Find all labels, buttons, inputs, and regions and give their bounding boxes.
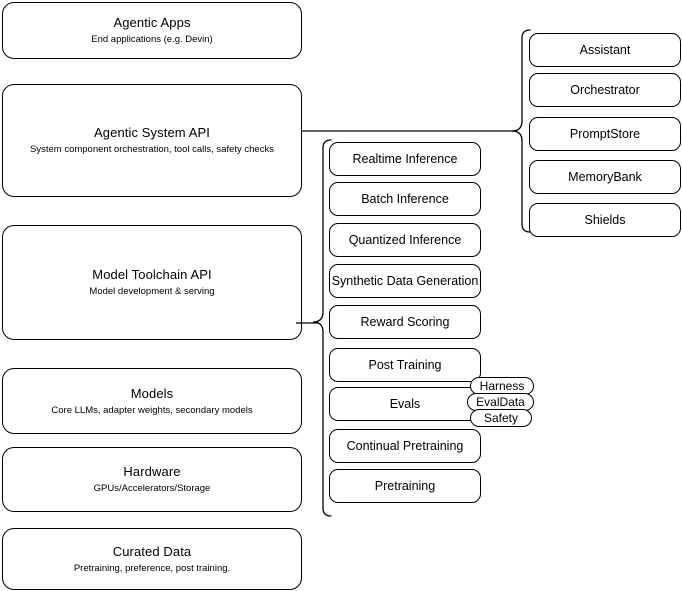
layer-agentic-system-api[interactable]: Agentic System API System component orch… bbox=[2, 84, 302, 197]
capability-synthetic-data-generation[interactable]: Synthetic Data Generation bbox=[329, 264, 481, 298]
layer-title: Curated Data bbox=[112, 543, 192, 559]
component-promptstore[interactable]: PromptStore bbox=[529, 117, 681, 151]
component-shields[interactable]: Shields bbox=[529, 203, 681, 237]
capability-label: Post Training bbox=[368, 357, 442, 372]
layer-models[interactable]: Models Core LLMs, adapter weights, secon… bbox=[2, 368, 302, 434]
layer-curated-data[interactable]: Curated Data Pretraining, preference, po… bbox=[2, 528, 302, 590]
capability-label: Synthetic Data Generation bbox=[331, 273, 479, 288]
capability-batch-inference[interactable]: Batch Inference bbox=[329, 182, 481, 216]
layer-subtitle: System component orchestration, tool cal… bbox=[30, 144, 274, 155]
capability-label: Quantized Inference bbox=[348, 232, 462, 247]
capability-label: Realtime Inference bbox=[352, 151, 458, 166]
component-label: Shields bbox=[584, 212, 626, 227]
capability-continual-pretraining[interactable]: Continual Pretraining bbox=[329, 429, 481, 463]
evals-subcomponent-label: Safety bbox=[483, 411, 519, 425]
layer-title: Model Toolchain API bbox=[92, 267, 212, 282]
component-label: MemoryBank bbox=[568, 169, 642, 184]
component-label: PromptStore bbox=[569, 126, 641, 141]
component-assistant[interactable]: Assistant bbox=[529, 33, 681, 67]
connector-system-api-to-components bbox=[302, 122, 518, 140]
capability-label: Pretraining bbox=[374, 478, 436, 493]
component-label: Assistant bbox=[579, 42, 631, 57]
layer-subtitle: End applications (e.g. Devin) bbox=[91, 34, 213, 45]
capability-label: Reward Scoring bbox=[360, 314, 450, 329]
layer-agentic-apps[interactable]: Agentic Apps End applications (e.g. Devi… bbox=[2, 2, 302, 59]
capability-reward-scoring[interactable]: Reward Scoring bbox=[329, 305, 481, 339]
layer-subtitle: Model development & serving bbox=[89, 286, 215, 297]
capability-label: Batch Inference bbox=[361, 191, 449, 206]
evals-subcomponent-label: EvalData bbox=[476, 395, 525, 409]
capability-quantized-inference[interactable]: Quantized Inference bbox=[329, 223, 481, 257]
layer-subtitle: GPUs/Accelerators/Storage bbox=[93, 483, 211, 494]
capability-realtime-inference[interactable]: Realtime Inference bbox=[329, 142, 481, 176]
layer-hardware[interactable]: Hardware GPUs/Accelerators/Storage bbox=[2, 447, 302, 512]
capability-pretraining[interactable]: Pretraining bbox=[329, 469, 481, 503]
component-label: Orchestrator bbox=[570, 82, 640, 97]
evals-subcomponent-safety[interactable]: Safety bbox=[470, 409, 532, 427]
evals-subcomponent-label: Harness bbox=[479, 379, 525, 393]
layer-title: Agentic System API bbox=[94, 125, 210, 140]
layer-title: Models bbox=[130, 385, 174, 401]
capability-label: Evals bbox=[389, 396, 421, 411]
layer-subtitle: Core LLMs, adapter weights, secondary mo… bbox=[51, 404, 253, 416]
component-orchestrator[interactable]: Orchestrator bbox=[529, 73, 681, 107]
capability-post-training[interactable]: Post Training bbox=[329, 348, 481, 382]
component-memorybank[interactable]: MemoryBank bbox=[529, 160, 681, 194]
layer-model-toolchain-api[interactable]: Model Toolchain API Model development & … bbox=[2, 225, 302, 340]
layer-subtitle: Pretraining, preference, post training. bbox=[73, 562, 231, 574]
layer-title: Hardware bbox=[123, 464, 181, 479]
capability-evals[interactable]: Evals bbox=[329, 387, 481, 421]
capability-label: Continual Pretraining bbox=[346, 438, 464, 453]
layer-title: Agentic Apps bbox=[113, 15, 191, 30]
